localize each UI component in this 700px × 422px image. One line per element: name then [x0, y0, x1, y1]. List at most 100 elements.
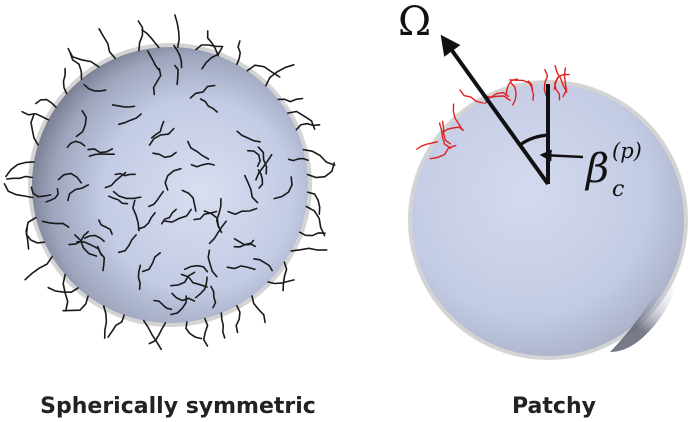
polymer-chain	[180, 273, 208, 288]
polymer-chain	[76, 240, 103, 257]
polymer-chain	[137, 211, 156, 230]
patch-chain	[562, 67, 568, 98]
patch-chain	[554, 65, 568, 93]
polymer-chain	[206, 30, 219, 57]
polymer-chain	[69, 51, 83, 80]
patch-chain	[441, 120, 452, 145]
polymer-chain	[152, 67, 162, 96]
polymer-chain	[194, 276, 208, 299]
polymer-chain	[267, 279, 295, 285]
polymer-chain	[111, 104, 136, 108]
polymer-chain	[62, 295, 89, 312]
patch-polymer-chains	[416, 65, 570, 160]
polymer-chain	[253, 258, 273, 272]
polymer-chain	[257, 146, 268, 175]
polymer-chain	[25, 216, 37, 250]
polymer-chain	[170, 271, 196, 287]
polymer-chain	[67, 47, 100, 68]
polymer-chain	[202, 317, 209, 347]
symmetric-particle	[3, 14, 336, 351]
polymer-chain	[255, 153, 273, 181]
polymer-chain	[174, 14, 181, 48]
polymer-chain	[88, 153, 115, 157]
symmetric-polymer-chains	[3, 14, 336, 351]
polymer-chain	[189, 84, 216, 99]
polymer-chain	[235, 304, 241, 334]
patch-chain	[459, 89, 484, 104]
beta-superscript: (p)	[612, 139, 642, 163]
polymer-chain	[21, 110, 50, 121]
polymer-chain	[220, 312, 226, 339]
polymer-chain	[98, 28, 116, 60]
patch-chain	[442, 126, 465, 133]
polymer-chain	[199, 98, 218, 113]
polymer-chain	[30, 186, 52, 198]
beta-symbol: β	[584, 146, 609, 192]
polymer-chain	[83, 83, 107, 92]
omega-vector-arrow	[440, 34, 550, 186]
polymer-chain	[208, 220, 227, 245]
patch-chain	[452, 103, 464, 131]
polymer-chain	[47, 286, 79, 294]
angle-arc	[519, 133, 550, 147]
patch-chain	[543, 69, 549, 97]
polymer-chain	[112, 190, 142, 200]
polymer-chain	[102, 305, 108, 339]
polymer-chain	[181, 189, 197, 212]
polymer-chain	[193, 210, 218, 221]
polymer-chain	[3, 183, 34, 199]
polymer-chain	[236, 40, 242, 66]
polymer-chain	[75, 109, 87, 138]
polymer-chain	[185, 321, 203, 340]
polymer-chain	[277, 97, 304, 103]
patch-chain	[505, 78, 519, 96]
patch-chain	[484, 91, 510, 98]
polymer-chain	[83, 234, 105, 242]
polymer-chain	[153, 299, 173, 311]
polymer-chain	[62, 67, 68, 95]
patchy-particle: Ω β c (p)	[398, 0, 688, 360]
polymer-chain	[66, 140, 86, 149]
polymer-chain	[236, 130, 261, 143]
polymer-chain	[306, 162, 335, 179]
polymer-chain	[246, 149, 261, 168]
patchy-sphere	[408, 80, 688, 360]
polymer-chain	[148, 322, 167, 345]
caption-spherically-symmetric: Spherically symmetric	[40, 394, 316, 419]
polymer-chain	[108, 195, 129, 205]
polymer-chain	[35, 98, 57, 108]
polymer-chain	[287, 110, 316, 130]
polymer-chain	[118, 113, 142, 126]
polymer-chain	[146, 50, 160, 71]
polymer-chain	[257, 169, 264, 189]
polymer-chain	[282, 261, 288, 292]
polymer-chain	[62, 273, 69, 312]
polymer-chain	[251, 295, 266, 324]
polymer-chain	[210, 285, 217, 309]
caption-patchy: Patchy	[512, 394, 596, 419]
polymer-chain	[226, 265, 256, 271]
polymer-chain	[195, 44, 224, 51]
polymer-chain	[174, 64, 179, 86]
polymer-chain	[287, 157, 309, 162]
patch-chain	[416, 141, 439, 150]
polymer-chain	[171, 292, 196, 302]
polymer-chain	[298, 231, 326, 237]
polymer-chain	[98, 219, 113, 235]
polymer-chain	[6, 175, 33, 180]
polymer-chain	[137, 20, 144, 52]
polymer-chain	[137, 264, 142, 290]
polymer-chain	[57, 172, 83, 184]
angle-pointer-arrow	[539, 149, 584, 162]
polymer-chain	[67, 184, 90, 202]
polymer-chain	[190, 162, 215, 168]
patch-chain	[438, 122, 452, 149]
polymer-chain	[132, 199, 140, 232]
polymer-chain	[152, 151, 177, 159]
polymer-chain	[295, 122, 321, 131]
polymer-chain	[45, 188, 60, 203]
polymer-chain	[164, 167, 182, 191]
polymer-chain	[227, 207, 258, 216]
polymer-chain	[207, 249, 218, 278]
